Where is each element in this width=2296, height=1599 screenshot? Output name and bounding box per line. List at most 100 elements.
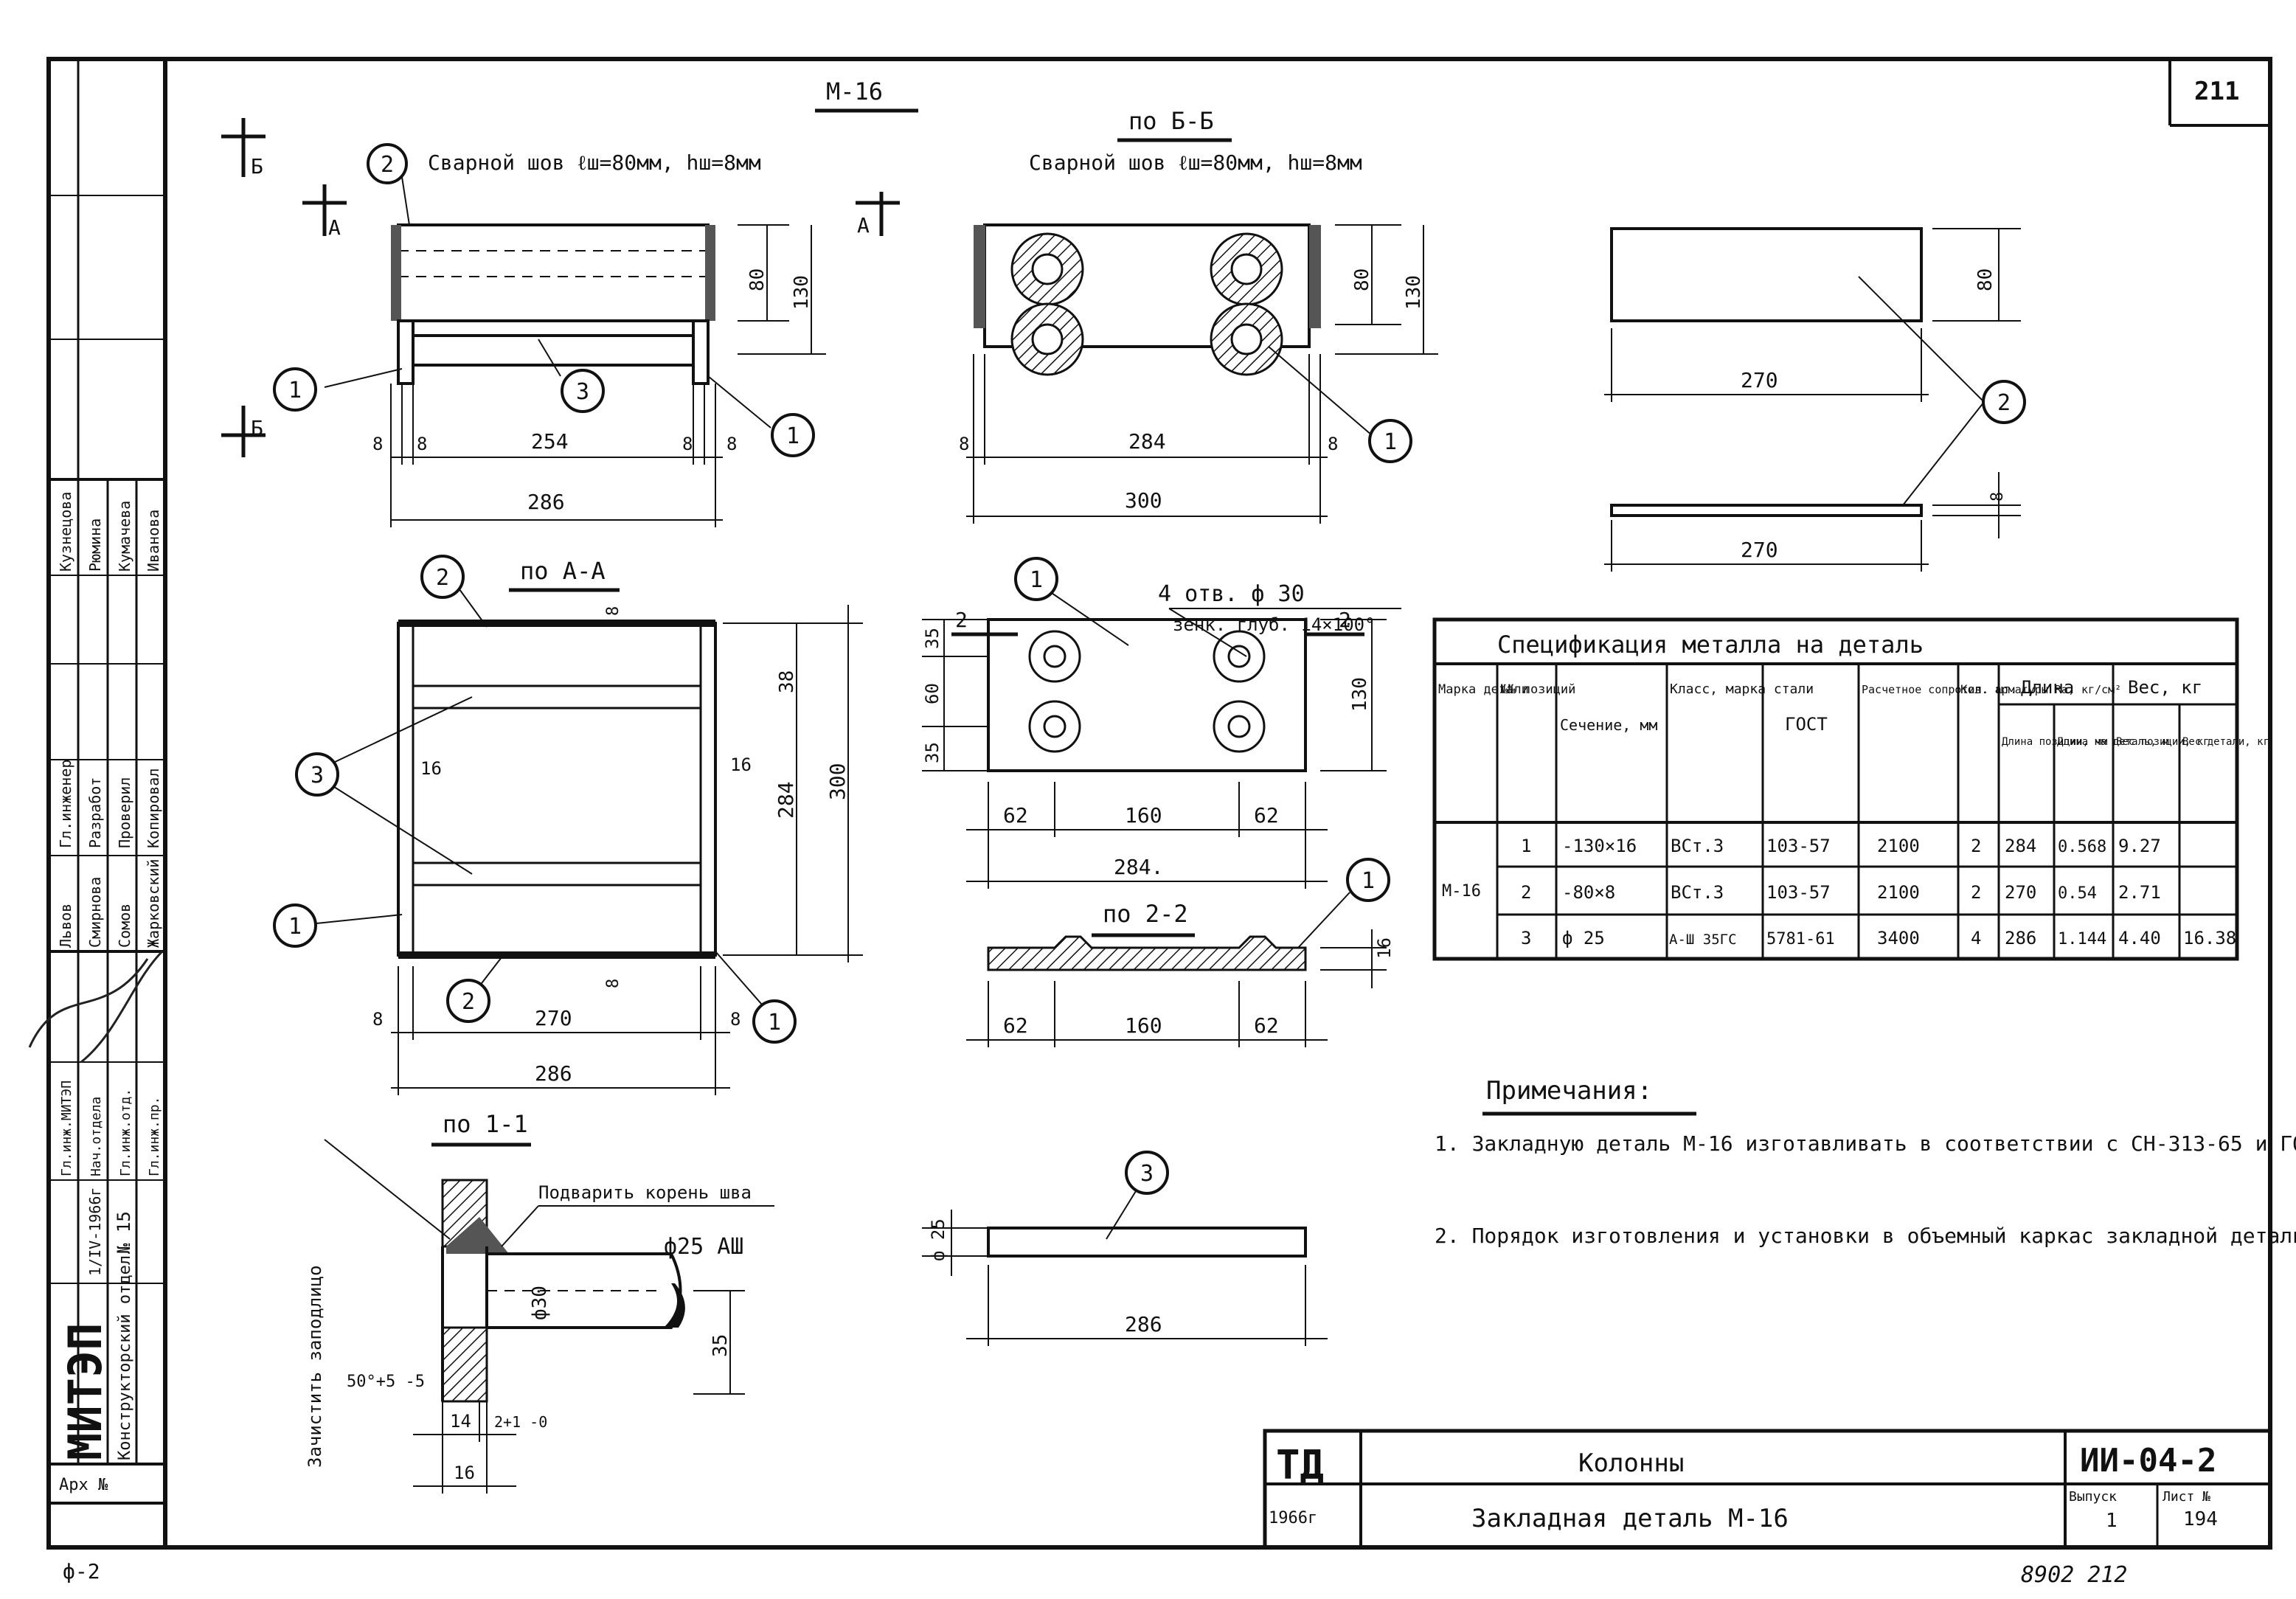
table-group-header: Вес, кг (2128, 677, 2202, 698)
bubble-label: 1 (1384, 429, 1397, 455)
table-cell: А-Ш 35ГС (1669, 932, 1737, 948)
dim: 130 (1403, 275, 1425, 310)
holes-note: 4 отв. ф 30 (1158, 581, 1305, 607)
dim: 270 (535, 1006, 572, 1030)
dim: 8 (682, 434, 693, 454)
dim: 286 (535, 1061, 572, 1086)
dim: 8 (730, 1009, 741, 1030)
dim: 160 (1125, 803, 1162, 828)
table-cell: 16.38 (2183, 928, 2236, 948)
stamp-dept: Конструкторский отдел (116, 1255, 134, 1460)
dim: 35 (710, 1334, 732, 1357)
table-cell: 4 (1971, 928, 1981, 948)
dim: 284. (1114, 855, 1163, 879)
sheet-number: 211 (2194, 77, 2239, 106)
title-year: 1966г (1269, 1509, 1317, 1527)
position-bubble (420, 555, 465, 599)
table-header: ГОСТ (1785, 714, 1828, 735)
position-bubble (771, 413, 815, 457)
table-cell: 103-57 (1766, 836, 1831, 856)
table-cell: 4.40 (2118, 928, 2161, 948)
title-td: ТД (1276, 1442, 1324, 1488)
stamp-role: Гл.инж.отд. (118, 1089, 133, 1176)
dim: 35 (922, 742, 943, 763)
weld-note: Сварной шов ℓш=80мм, hш=8мм (428, 150, 761, 175)
dim: 16 (1374, 937, 1395, 959)
position-bubble (295, 752, 339, 797)
dim: 300 (825, 763, 850, 800)
dim: 62 (1254, 803, 1279, 828)
dim: 130 (791, 275, 813, 310)
table-header: Вес детали, кг (2182, 736, 2269, 748)
section-mark: А (857, 213, 870, 237)
stamp-name-b: Иванова (145, 510, 162, 572)
title-block: ТД 1966г Колонны Закладная деталь М-16 И… (1263, 1429, 2272, 1550)
title-name1: Колонны (1578, 1449, 1684, 1478)
dim: 2+1 -0 (494, 1413, 547, 1431)
stamp-role-b: Проверил (116, 777, 133, 848)
dim: 8 (1988, 492, 2007, 502)
dim: 80 (746, 268, 769, 291)
table-cell: -130×16 (1562, 836, 1637, 856)
view-a-a: по А-А 38 284 300 8 16 16 8 8 270 8 286 (273, 555, 863, 1095)
dim: 8 (372, 1009, 383, 1030)
dim: 286 (1125, 1312, 1162, 1336)
table-cell: 0.54 (2058, 884, 2097, 903)
table-cell: 2 (1521, 882, 1531, 903)
bubble-label: 3 (311, 763, 324, 788)
bubble-label: 3 (1140, 1161, 1154, 1187)
dim: ф 25 (928, 1218, 948, 1261)
table-cell: 3 (1521, 928, 1531, 948)
title-issue-label: Выпуск (2069, 1489, 2117, 1505)
dim: 8 (604, 979, 622, 988)
table-cell: 2100 (1877, 882, 1920, 903)
bubble-label: 2 (381, 152, 394, 178)
table-cell: ВСт.3 (1671, 882, 1724, 903)
table-row: 3 ф 25 А-Ш 35ГС 5781-61 3400 4 286 1.144… (1521, 928, 2236, 948)
title-code: ИИ-04-2 (2080, 1442, 2216, 1480)
dim: 130 (1349, 677, 1371, 712)
table-cell: М-16 (1442, 882, 1481, 901)
stamp-role-b: Копировал (145, 769, 162, 848)
signature-scribble (28, 950, 164, 1064)
stamp-name: Жарковский (145, 859, 162, 948)
stamp-role: Гл.инж.МИТЭП (59, 1081, 74, 1176)
bubble-label: 3 (576, 379, 589, 405)
table-cell: ВСт.3 (1671, 836, 1724, 856)
title-name2: Закладная деталь М-16 (1471, 1504, 1789, 1533)
bubble-label: 1 (1362, 868, 1375, 894)
title-sheet-label: Лист № (2163, 1489, 2210, 1505)
view-bar2: 80 270 8 270 2 (1604, 227, 2026, 572)
dim: 270 (1741, 368, 1778, 392)
dim: 80 (1351, 268, 1373, 291)
table-cell: 2 (1971, 836, 1981, 856)
corner-mark: 8902 212 (2021, 1562, 2128, 1588)
view-m16: М-16 Сварной шов ℓш=80мм, hш=8мм Б Б А А… (221, 77, 918, 527)
table-title: Спецификация металла на деталь (1497, 631, 1924, 659)
position-bubble (273, 903, 317, 948)
stamp-name: Львов (57, 903, 74, 948)
dim: ф30 (529, 1286, 551, 1320)
dim: 8 (726, 434, 737, 454)
spec-table: Спецификация металла на деталь Марка дет… (1432, 617, 2269, 961)
bubble-label: 1 (1030, 567, 1043, 593)
plate-cut (441, 1326, 488, 1403)
dim: 300 (1125, 488, 1162, 513)
stamp-role-b: Гл.инженер (57, 760, 74, 848)
table-cell: 270 (2005, 882, 2036, 903)
dim: 62 (1003, 803, 1028, 828)
stamp-role: Гл.инж.пр. (147, 1097, 162, 1176)
table-cell: 2100 (1877, 836, 1920, 856)
stamp-name-b: Рюмина (86, 518, 104, 572)
view-title: по 2-2 (1103, 900, 1188, 928)
table-cell: ф 25 (1562, 928, 1605, 948)
dim: 8 (1328, 434, 1338, 454)
view-2-2: по 2-2 16 62 160 62 1 (966, 858, 1395, 1047)
dim: 62 (1254, 1013, 1279, 1038)
view-bar3: ф 25 286 3 (922, 1151, 1328, 1346)
table-cell: 1 (1521, 836, 1531, 856)
note-item: 1. Закладную деталь М-16 изготавливать в… (1435, 1131, 2296, 1156)
table-cell: 5781-61 (1766, 930, 1835, 948)
dim: 35 (922, 628, 943, 649)
table-cell: 0.568 (2058, 838, 2106, 856)
